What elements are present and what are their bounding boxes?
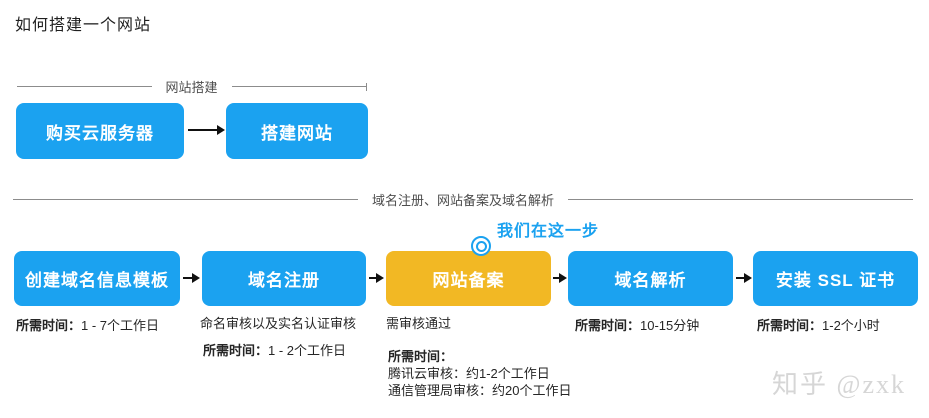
arrow-icon xyxy=(369,273,384,283)
step-install-ssl-cert: 安装 SSL 证书 xyxy=(753,251,918,306)
section1-divider-label: 网站搭建 xyxy=(165,80,218,95)
note-step3-review: 需审核通过 xyxy=(386,315,451,332)
step-website-icp-filing: 网站备案 xyxy=(386,251,551,306)
note-text: 命名审核以及实名认证审核 xyxy=(200,316,357,331)
time-detail: 通信管理局审核：约20个工作日 xyxy=(388,383,572,398)
note-text: 需审核通过 xyxy=(386,316,452,331)
time-label: 所需时间： xyxy=(16,318,82,333)
time-value: 1 - 2个工作日 xyxy=(268,343,347,358)
target-circle-inner xyxy=(475,240,487,252)
step-label: 购买云服务器 xyxy=(46,123,154,143)
arrow-icon xyxy=(736,273,752,283)
step-buy-cloud-server: 购买云服务器 xyxy=(16,103,184,159)
step-create-domain-template: 创建域名信息模板 xyxy=(14,251,180,306)
target-circle-icon xyxy=(471,236,491,256)
step-label: 创建域名信息模板 xyxy=(25,271,169,290)
time-label: 所需时间： xyxy=(575,318,641,333)
note-step2-time: 所需时间：1 - 2个工作日 xyxy=(203,342,346,359)
time-label: 所需时间： xyxy=(388,349,454,364)
page-title: 如何搭建一个网站 xyxy=(15,17,152,34)
arrow-icon xyxy=(553,273,567,283)
note-step1-time: 所需时间：1 - 7个工作日 xyxy=(16,317,159,334)
section2-divider: 域名注册、网站备案及域名解析 xyxy=(13,190,914,209)
zhihu-watermark: 知乎 @zxk xyxy=(772,370,906,399)
divider-line xyxy=(17,86,152,87)
current-step-callout: 我们在这一步 xyxy=(497,223,600,240)
divider-line xyxy=(231,86,367,87)
time-value: 10-15分钟 xyxy=(640,318,700,333)
time-label: 所需时间： xyxy=(203,343,269,358)
step-label: 域名注册 xyxy=(248,271,320,290)
step-label: 搭建网站 xyxy=(261,123,333,143)
arrow-icon xyxy=(188,125,225,135)
step-build-website: 搭建网站 xyxy=(226,103,368,159)
divider-end-tick xyxy=(366,82,368,91)
note-step5-time: 所需时间：1-2个小时 xyxy=(757,317,880,334)
step-label: 网站备案 xyxy=(432,271,505,290)
note-step2-review: 命名审核以及实名认证审核 xyxy=(200,315,356,332)
step-domain-registration: 域名注册 xyxy=(202,251,366,306)
step-label: 域名解析 xyxy=(614,271,687,290)
time-value: 1-2个小时 xyxy=(822,318,880,333)
note-step3-time: 所需时间： 腾讯云审核：约1-2个工作日 通信管理局审核：约20个工作日 xyxy=(388,348,571,399)
section2-divider-label: 域名注册、网站备案及域名解析 xyxy=(372,193,555,208)
time-label: 所需时间： xyxy=(757,318,823,333)
arrow-icon xyxy=(183,273,200,283)
divider-line xyxy=(568,199,914,200)
time-detail: 腾讯云审核：约1-2个工作日 xyxy=(388,366,550,381)
step-domain-resolution: 域名解析 xyxy=(568,251,733,306)
section1-divider: 网站搭建 xyxy=(17,77,368,96)
step-label: 安装 SSL 证书 xyxy=(775,271,896,290)
divider-line xyxy=(13,199,358,200)
note-step4-time: 所需时间：10-15分钟 xyxy=(575,317,699,334)
time-value: 1 - 7个工作日 xyxy=(81,318,160,333)
